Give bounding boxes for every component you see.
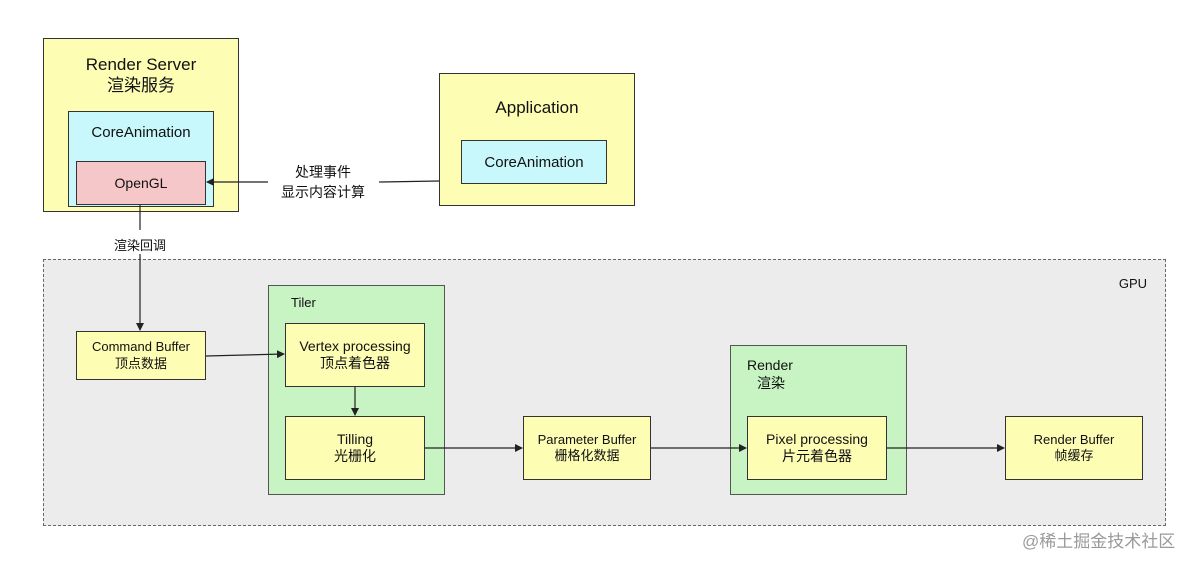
edge-label-render-callback: 渲染回调 [108,235,172,254]
command-buffer-zh: 顶点数据 [114,355,167,371]
command-buffer-box: Command Buffer 顶点数据 [76,331,206,380]
parameter-buffer-zh: 栅格化数据 [554,448,620,463]
parameter-buffer-en: Parameter Buffer [537,431,637,447]
pixel-processing-en: Pixel processing [766,430,868,447]
pixel-processing-box: Pixel processing 片元着色器 [747,416,887,480]
tilling-zh: 光栅化 [334,448,376,464]
vertex-processing-en: Vertex processing [299,337,411,354]
render-server-title: Render Server 渲染服务 [44,54,238,97]
render-label-en: Render [747,357,793,373]
render-server-title-en: Render Server [85,55,197,74]
edge-label-line2: 显示内容计算 [281,184,365,201]
render-buffer-zh: 帧缓存 [1054,448,1094,463]
render-server-title-zh: 渲染服务 [107,76,175,96]
render-label-zh: 渲染 [757,374,785,391]
tilling-box: Tilling 光栅化 [285,416,425,480]
gpu-label: GPU [1118,276,1147,291]
edge-label-app-to-server: 处理事件 显示内容计算 [268,162,378,203]
core-animation-server-label: CoreAnimation [91,124,191,141]
gpu-container: GPU [43,259,1166,526]
pixel-processing-zh: 片元着色器 [782,448,852,464]
core-animation-app-label: CoreAnimation [484,153,584,171]
vertex-processing-box: Vertex processing 顶点着色器 [285,323,425,387]
tilling-en: Tilling [336,430,374,447]
render-buffer-en: Render Buffer [1033,431,1115,447]
vertex-processing-zh: 顶点着色器 [320,355,390,371]
render-label: Render 渲染 [747,357,793,392]
opengl-label: OpenGL [114,175,168,191]
parameter-buffer-box: Parameter Buffer 栅格化数据 [523,416,651,480]
opengl-box: OpenGL [76,161,206,205]
application-title: Application [495,98,579,117]
command-buffer-en: Command Buffer [91,339,191,355]
watermark: @稀土掘金技术社区 [1022,532,1176,551]
edge-label-line1: 处理事件 [295,164,351,180]
render-buffer-box: Render Buffer 帧缓存 [1005,416,1143,480]
tiler-label: Tiler [291,295,316,310]
arrow-app-to-opengl [378,180,440,183]
core-animation-app-box: CoreAnimation [461,140,607,184]
